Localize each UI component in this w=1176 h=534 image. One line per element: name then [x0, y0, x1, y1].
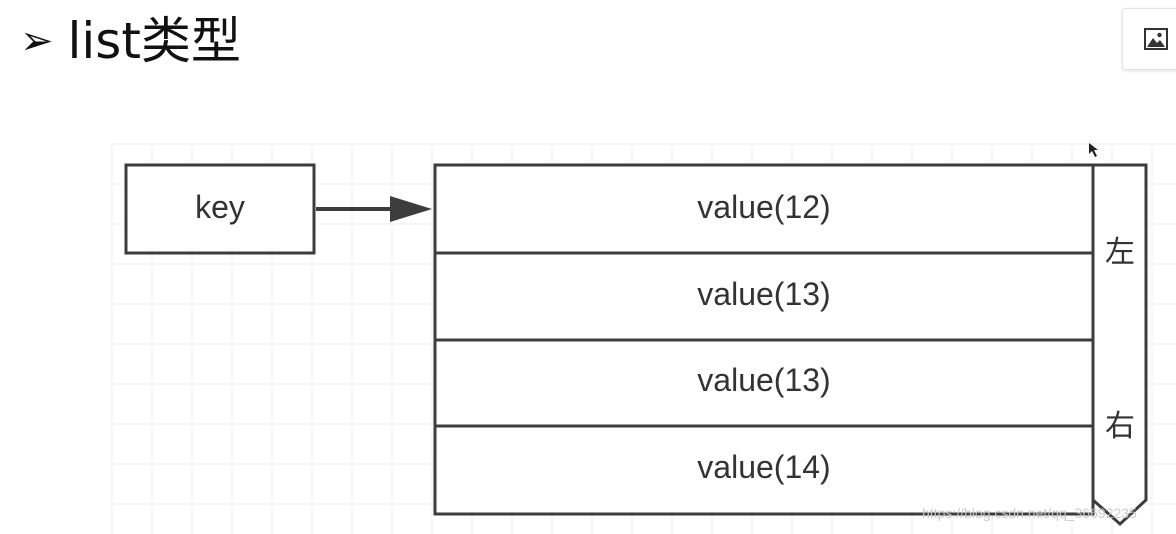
right-label: 右 [1105, 410, 1135, 443]
watermark: https://blog.csdn.net/qq_36692235 [922, 505, 1137, 521]
list-cell [433, 251, 1095, 342]
direction-arrow [1091, 163, 1148, 527]
slide-heading: ➢ list类型 [20, 6, 241, 76]
list-value-label: value(13) [697, 276, 830, 312]
list-value-label: value(12) [697, 189, 830, 225]
list-value-label: value(13) [697, 362, 830, 398]
arrow-bullet-icon: ➢ [20, 18, 54, 64]
mouse-cursor-icon [1089, 143, 1098, 157]
key-label: key [195, 189, 245, 225]
page-title: list类型 [67, 12, 241, 70]
left-label: 左 [1105, 236, 1135, 269]
list-value-label: value(14) [697, 449, 830, 485]
image-view-button[interactable] [1122, 8, 1176, 70]
image-icon [1144, 28, 1168, 50]
key-box [124, 163, 316, 255]
list-cell [433, 424, 1095, 516]
pointer-arrow-head [390, 196, 432, 222]
